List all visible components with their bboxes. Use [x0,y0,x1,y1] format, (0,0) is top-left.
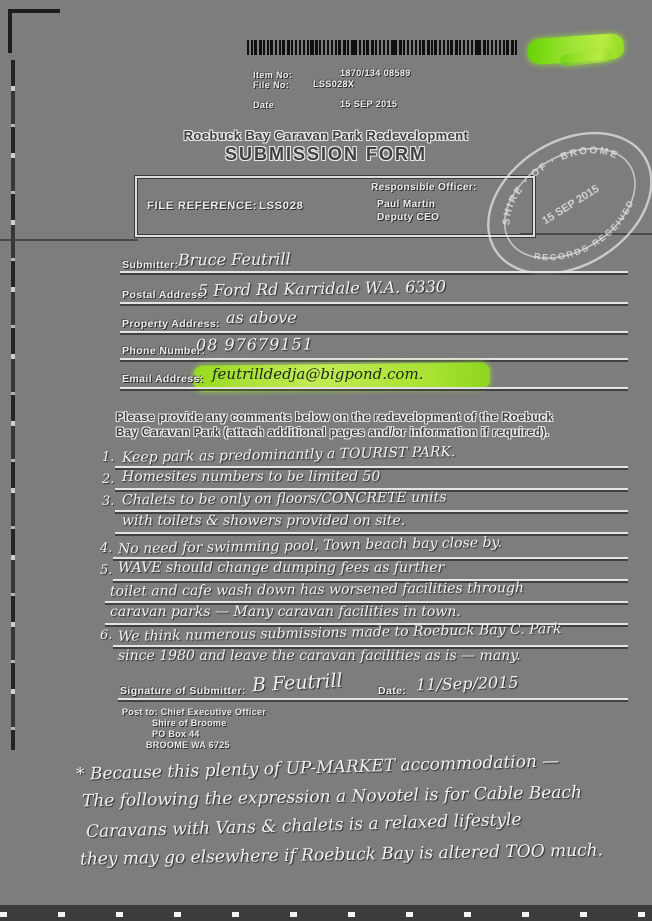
stamp-file-label: File No: [253,80,290,90]
post-to-line4: BROOME WA 6725 [146,740,230,750]
stamp-date-label: Date [253,100,275,110]
field-underline-property-address [120,331,628,333]
field-label-email-address: Email Address: [122,373,204,385]
field-value-postal-address: 5 Ford Rd Karridale W.A. 6330 [197,276,447,301]
field-value-email-address: feutrilldedja@bigpond.com. [212,365,424,383]
comment-number: 6. [100,628,113,643]
comment-text: No need for swimming pool, Town beach ba… [117,534,503,558]
footnote-line3: Caravans with Vans & chalets is a relaxe… [85,809,522,843]
signature-date-label: Date: [378,685,407,697]
stamp-item-value: 1870/134 08589 [340,68,411,78]
field-label-submitter: Submitter: [122,259,179,271]
field-underline-email-address [120,387,628,389]
form-title-line2: SUBMISSION FORM [224,144,427,164]
field-value-submitter: Bruce Feutrill [177,249,291,270]
comment-text: Chalets to be only on floors/CONCRETE un… [121,489,447,509]
comment-text: Homesites numbers to be limited 50 [122,469,381,485]
footnote-line4: they may go elsewhere if Roebuck Bay is … [79,840,604,870]
comment-text: Keep park as predominantly a TOURIST PAR… [121,444,456,466]
post-to-line3: PO Box 44 [152,729,200,739]
form-title-line1: Roebuck Bay Caravan Park Redevelopment [183,128,469,143]
comment-underline [115,488,628,490]
file-reference-value: LSS028 [259,200,304,212]
comment-text: with toilets & showers provided on site. [122,513,406,529]
comment-underline [105,601,628,603]
stamp-item-label: Item No: [253,70,293,80]
barcode [247,40,517,55]
scan-edge-mark-left [8,9,12,53]
footnote-line1: * Because this plenty of UP-MARKET accom… [75,751,560,785]
comment-underline [115,532,628,534]
field-underline-phone-number [120,358,628,360]
comment-number: 1. [102,450,115,465]
comment-underline [115,466,628,468]
scan-streak-right [520,233,652,235]
footnote-line2: The following the expression a Novotel i… [81,782,583,812]
comment-underline [113,645,628,647]
file-reference-label: FILE REFERENCE: [147,200,258,212]
responsible-officer-label: Responsible Officer: [371,182,477,193]
instructions-line2: Bay Caravan Park (attach additional page… [116,427,550,439]
comment-number: 4. [100,541,113,556]
signature-underline [118,698,628,700]
signature-label: Signature of Submitter: [120,685,246,697]
field-value-phone-number: 08 97679151 [195,334,314,355]
scan-bottom-dashes [0,912,652,917]
stamp-file-value: LSS028X [313,79,355,89]
post-to-line1: Post to: Chief Executive Officer [122,707,267,717]
field-underline-submitter [120,271,628,273]
scan-streak-left [0,239,138,241]
comment-text: caravan parks — Many caravan facilities … [110,604,461,620]
stamp-center-date: 15 SEP 2015 [540,183,601,227]
scan-left-scuff-line [11,60,15,750]
signature-date-value: 11/Sep/2015 [415,672,519,695]
comment-number: 3. [102,494,115,509]
comment-text: since 1980 and leave the caravan facilit… [118,648,521,664]
responsible-officer-name: Paul Martin [377,199,436,210]
scan-bottom-band [0,905,652,921]
comment-number: 2. [102,472,115,487]
scan-edge-mark-top [8,9,60,13]
instructions-line1: Please provide any comments below on the… [116,412,554,424]
comment-underline [115,510,628,512]
post-to-line2: Shire of Broome [152,718,227,728]
field-underline-postal-address [120,302,628,304]
file-reference-box: FILE REFERENCE: LSS028 Responsible Offic… [135,176,535,237]
comment-underline [105,623,628,625]
field-label-postal-address: Postal Address: [122,289,208,301]
field-label-phone-number: Phone Number: [122,345,206,357]
comment-text: toilet and cafe wash down has worsened f… [109,580,525,600]
field-value-property-address: as above [226,308,297,327]
comment-underline [113,557,628,559]
field-label-property-address: Property Address: [122,318,221,330]
comment-number: 5. [100,563,113,578]
comment-underline [113,579,628,581]
signature-value: B Feutrill [251,669,344,697]
comment-text: WAVE should change dumping fees as furth… [118,560,445,576]
responsible-officer-title: Deputy CEO [377,212,440,223]
stamp-date-value: 15 SEP 2015 [340,99,398,109]
